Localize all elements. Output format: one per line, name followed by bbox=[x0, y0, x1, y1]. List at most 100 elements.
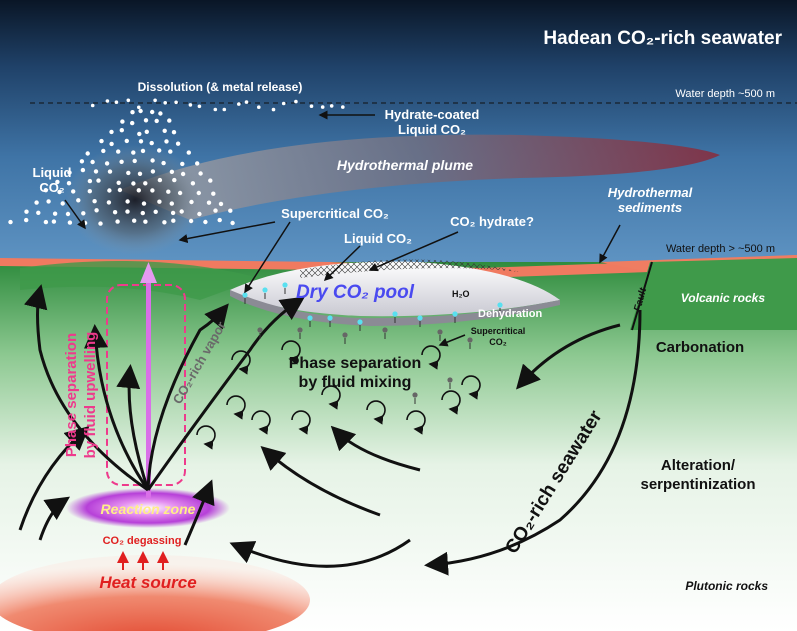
co2-bubble bbox=[60, 201, 65, 206]
mixing-swirl bbox=[321, 385, 341, 410]
water-depth-top-label: Water depth ~500 m bbox=[675, 88, 775, 100]
mixing-swirl bbox=[406, 410, 426, 435]
co2-bubble bbox=[126, 170, 131, 176]
co2-bubble bbox=[174, 100, 178, 105]
co2-bubble bbox=[188, 218, 194, 224]
co2-bubble bbox=[162, 128, 167, 133]
co2-bubble bbox=[80, 167, 86, 173]
co2-bubble bbox=[114, 100, 119, 104]
co2-bubble bbox=[309, 104, 314, 108]
co2-bubble bbox=[218, 201, 224, 207]
co2-droplet bbox=[467, 337, 473, 343]
co2-bubble bbox=[158, 111, 163, 116]
co2-bubble bbox=[140, 148, 146, 154]
co2-bubble bbox=[66, 181, 72, 186]
phase-sep-upwelling-line1: Phase separation bbox=[63, 333, 80, 457]
co2-bubble bbox=[143, 181, 148, 186]
co2-bubble bbox=[8, 219, 13, 225]
co2-bubble bbox=[195, 161, 200, 166]
upwelling-arrowhead bbox=[140, 262, 157, 283]
supercritical-small-line2: CO₂ bbox=[489, 337, 507, 347]
upwelling-channel bbox=[146, 278, 151, 498]
co2-droplet bbox=[242, 292, 248, 298]
co2-bubble bbox=[197, 104, 202, 109]
co2-bubble bbox=[157, 199, 162, 204]
liquid-co2-mid-label: Liquid CO₂ bbox=[344, 231, 412, 246]
co2-bubble bbox=[180, 171, 186, 177]
reaction-zone-glow bbox=[66, 488, 230, 528]
co2-bubble bbox=[320, 105, 325, 109]
diagram-title: Hadean CO₂-rich seawater bbox=[543, 28, 782, 49]
mixing-swirl bbox=[366, 400, 386, 425]
supercritical-small-line1: Supercritical bbox=[471, 326, 526, 336]
dry-co2-pool-label: Dry CO₂ pool bbox=[296, 282, 415, 303]
co2-bubble bbox=[82, 220, 88, 226]
co2-bubble bbox=[188, 103, 193, 107]
phase-sep-upwelling-line2: by fluid upwelling bbox=[82, 332, 99, 459]
co2-bubble bbox=[230, 220, 235, 226]
co2-droplet bbox=[297, 327, 303, 333]
co2-droplet bbox=[417, 315, 423, 321]
dissolution-label: Dissolution (& metal release) bbox=[138, 80, 303, 94]
co2-bubble bbox=[153, 98, 157, 103]
co2-droplet bbox=[447, 377, 453, 383]
dehydration-label: Dehydration bbox=[478, 308, 542, 320]
co2-bubble bbox=[81, 211, 86, 216]
co2-bubble bbox=[208, 178, 213, 183]
co2-bubble bbox=[203, 219, 208, 225]
liquid-co2-left-line2: CO₂ bbox=[39, 180, 65, 195]
mixing-swirl bbox=[226, 395, 246, 420]
co2-bubble bbox=[79, 159, 85, 164]
hydrothermal-plume-label: Hydrothermal plume bbox=[337, 157, 473, 173]
co2-bubble bbox=[124, 138, 129, 144]
co2-bubble bbox=[177, 190, 183, 196]
co2-droplet bbox=[392, 311, 398, 317]
co2-bubble bbox=[36, 210, 41, 215]
co2-bubble bbox=[94, 208, 99, 213]
hydrothermal-sediments-line1: Hydrothermal bbox=[608, 185, 693, 200]
co2-bubble bbox=[137, 171, 143, 176]
mixing-swirl bbox=[461, 375, 481, 400]
heat-source-label: Heat source bbox=[99, 573, 196, 592]
co2-bubble bbox=[341, 105, 345, 109]
co2-bubble bbox=[65, 211, 71, 217]
co2-bubble bbox=[144, 129, 149, 134]
co2-droplet bbox=[357, 319, 363, 325]
co2-bubble bbox=[167, 118, 172, 123]
co2-droplet bbox=[497, 302, 503, 308]
co2-bubble bbox=[96, 178, 101, 183]
co2-bubble bbox=[107, 169, 113, 174]
volcanic-rocks-label: Volcanic rocks bbox=[681, 291, 766, 305]
co2-bubble bbox=[24, 209, 29, 214]
co2-bubble bbox=[125, 209, 130, 214]
co2-bubble bbox=[116, 149, 121, 154]
co2-bubble bbox=[143, 219, 148, 224]
co2-bubble bbox=[101, 148, 106, 154]
pointer-lines bbox=[64, 110, 621, 347]
co2-bubble bbox=[107, 188, 112, 193]
mixing-swirl bbox=[231, 350, 251, 375]
co2-bubble bbox=[24, 217, 29, 223]
co2-bubble bbox=[149, 140, 154, 146]
co2-bubble bbox=[161, 160, 166, 166]
supercritical-co2-label: Supercritical CO₂ bbox=[281, 206, 389, 221]
alteration-line2: serpentinization bbox=[640, 476, 755, 493]
co2-bubble bbox=[217, 217, 222, 223]
co2-bubble bbox=[43, 219, 49, 225]
co2-bubble bbox=[93, 169, 99, 174]
alteration-line1: Alteration/ bbox=[661, 457, 736, 474]
co2-degassing-label: CO₂ degassing bbox=[103, 535, 182, 547]
co2-bubble bbox=[157, 177, 163, 183]
co2-bubble bbox=[138, 139, 144, 144]
co2-bubble bbox=[51, 219, 57, 224]
co2-bubble bbox=[112, 210, 118, 215]
mixing-swirls bbox=[196, 340, 481, 450]
vent-mound bbox=[20, 260, 260, 300]
co2-bubble bbox=[140, 210, 145, 216]
co2-bubble bbox=[90, 159, 95, 165]
co2-bubble bbox=[131, 150, 136, 155]
co2-droplets bbox=[242, 282, 503, 404]
co2-bubble bbox=[257, 105, 261, 109]
co2-bubble bbox=[132, 218, 137, 223]
